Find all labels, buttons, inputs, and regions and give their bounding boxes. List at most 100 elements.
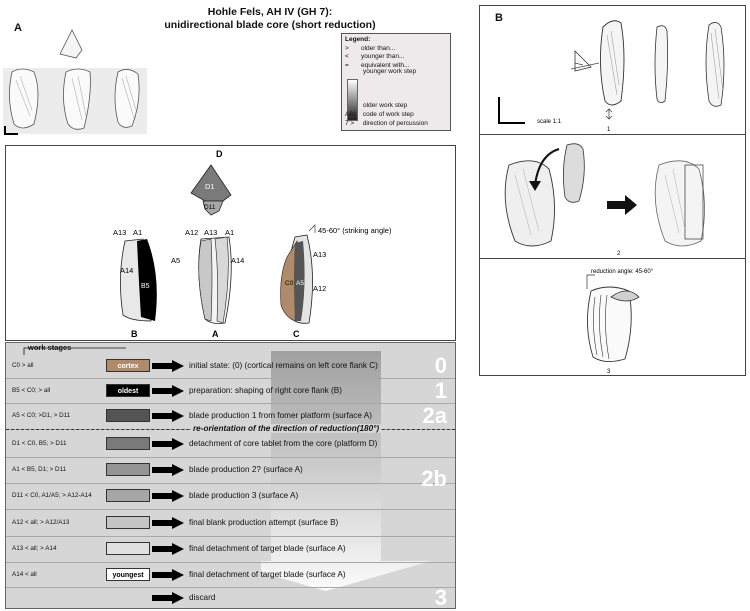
stage-code: A13 < all; > A14 [12, 545, 57, 552]
stage-description: discard [189, 593, 216, 602]
stage-row: A12 < all; > A12/A13 final blank producti… [6, 509, 455, 537]
legend-item: =equivalent with... [345, 61, 410, 69]
reduction-angle-label: reduction angle: 45-60° [591, 269, 654, 275]
fig3-number: 3 [607, 369, 611, 375]
panel-letter-b: B [495, 12, 503, 24]
core-views: D D1 D11 B5 A13 A1 A14 B A12 A13 A1 A5 A… [113, 149, 392, 339]
platform-d11 [202, 200, 224, 216]
stage-code: A1 < B5, D1; > D11 [12, 466, 67, 473]
panel-b-drawings: scale 1:1 1 2 reduction angle: 45-60° 3 [498, 20, 725, 375]
label-mid-a5: A5 [171, 256, 180, 265]
blade-side-sketch [654, 25, 669, 103]
stage-swatch [106, 409, 150, 422]
view-label-b: B [131, 329, 138, 339]
stage-swatch [106, 542, 150, 555]
label-mid-a14: A14 [231, 256, 244, 265]
stage-number: 3 [434, 585, 447, 609]
label-left-a13: A13 [113, 228, 126, 237]
blade-front-sketch [599, 20, 625, 106]
stage-swatch [106, 463, 150, 476]
flank-b5 [137, 239, 157, 321]
label-c0: C0 [285, 280, 294, 287]
label-striking-angle: 45-60° (striking angle) [318, 226, 392, 235]
stage-number: 0 [434, 353, 447, 378]
stage-code: A14 < all [12, 571, 37, 578]
stage-row: A1 < B5, D1; > D11 blade production 2? (s… [6, 457, 455, 491]
title-line-1: Hohle Fels, AH IV (GH 7): [207, 6, 333, 18]
label-d1: D1 [205, 182, 215, 191]
label-left-a1: A1 [133, 228, 142, 237]
label-c-a12: A12 [313, 284, 326, 293]
panel-b-box [479, 5, 746, 376]
label-c-a13: A13 [313, 250, 326, 259]
reorientation-label: re-orientation of the direction of reduc… [191, 424, 382, 433]
view-label-c: C [293, 329, 300, 339]
stage-row: discard 3 [6, 585, 455, 609]
legend-heading: Legend: [345, 36, 371, 43]
stage-swatch: cortex [106, 359, 150, 372]
panel-b-divider-1 [479, 134, 746, 135]
stage-number: 2b [421, 466, 447, 491]
striking-angle-icon [308, 224, 316, 233]
stage-arrow-icon [152, 438, 184, 450]
stage-row: B5 < C0; > all oldest preparation: shaping… [6, 378, 455, 404]
legend-code: A81 code of work step [345, 111, 414, 118]
stage-code: D11 < C0, A1/A5; > A12-A14 [12, 492, 92, 499]
stage-code: C0 > all [12, 362, 34, 369]
view-label-d: D [216, 149, 223, 159]
stage-arrow-icon [152, 490, 184, 502]
stage-description: blade production 3 (surface A) [189, 491, 299, 500]
stage-code: A12 < all; > A12/A13 [12, 519, 70, 526]
stage-description: initial state: (0) (cortical remains on … [189, 361, 378, 370]
direction-icon [605, 108, 613, 120]
stage-swatch [106, 516, 150, 529]
stage-arrow-icon [152, 410, 184, 422]
stage-arrow-icon [152, 592, 184, 604]
label-d11: D11 [204, 204, 216, 211]
stage-arrow-icon [152, 464, 184, 476]
label-c-a5: A5 [296, 280, 304, 287]
fig2-number: 2 [617, 251, 621, 257]
label-left-a14: A14 [120, 266, 133, 275]
legend-direction: 7 > direction of percussion [345, 120, 428, 127]
stage-description: preparation: shaping of right core flank… [189, 386, 342, 395]
reduction-flow-arrow [261, 351, 431, 591]
stage-description: final detachment of target blade (surfac… [189, 570, 346, 579]
work-stages-bracket [23, 347, 126, 355]
core-views-box [5, 145, 456, 341]
stage-number: 2a [422, 403, 447, 428]
stage-code: B5 < C0; > all [12, 387, 51, 394]
platform-d1 [190, 164, 232, 202]
panel-letter-a: A [14, 22, 22, 34]
stage-arrow-icon [152, 543, 184, 555]
legend-item: <younger than... [345, 53, 405, 61]
reduction-core-sketch [586, 286, 632, 362]
stage-row: D11 < C0, A1/A5; > A12-A14 blade producti… [6, 483, 455, 510]
stage-code: A5 < C0; >D1, > D11 [12, 412, 71, 419]
core-top-sketch [59, 29, 83, 59]
scale-bar-b [498, 97, 525, 124]
stage-swatch [106, 437, 150, 450]
core-left-sketch [9, 68, 39, 129]
legend-gradient [347, 79, 358, 121]
scale-label: scale 1:1 [537, 119, 562, 125]
stage-description: final blank production attempt (surface … [189, 518, 339, 527]
legend-younger: younger work step [363, 68, 417, 75]
stage-swatch: youngest [106, 568, 150, 581]
removed-blade-sketch [563, 143, 585, 203]
label-mid-a1: A1 [225, 228, 234, 237]
core-before-sketch [504, 160, 556, 247]
legend-box: Legend: >older than... <younger than... … [341, 33, 451, 131]
removal-arrow-icon [534, 148, 560, 186]
stage-description: detachment of core tablet from the core … [189, 439, 378, 448]
core-right-sketch [114, 69, 140, 128]
stage-swatch [106, 489, 150, 502]
stage-description: blade production 2? (surface A) [189, 465, 303, 474]
figure-title: Hohle Fels, AH IV (GH 7): unidirectional… [120, 6, 420, 32]
stage-swatch: oldest [106, 384, 150, 397]
percussion-triangle-icon [574, 50, 592, 72]
transform-arrow-icon [607, 195, 637, 215]
fig1-number: 1 [607, 127, 611, 133]
label-mid-a12: A12 [185, 228, 198, 237]
